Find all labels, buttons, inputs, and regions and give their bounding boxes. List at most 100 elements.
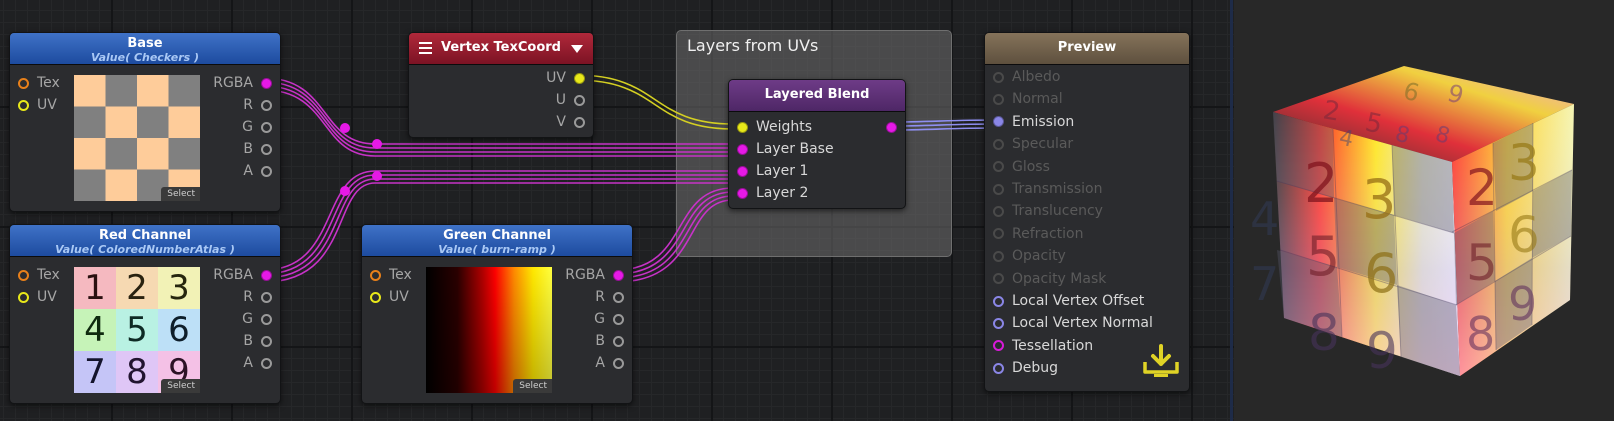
port-uv-icon[interactable] xyxy=(574,72,585,84)
port-tex-icon[interactable] xyxy=(18,77,29,89)
port-layer-base-icon[interactable] xyxy=(737,143,748,155)
input-weights[interactable]: Weights xyxy=(737,117,812,137)
preview-input-emission[interactable]: Emission xyxy=(993,112,1074,132)
node-green-channel[interactable]: Green Channel Value( burn-ramp ) Tex UV … xyxy=(361,224,633,404)
preview-input-normal[interactable]: Normal xyxy=(993,89,1063,109)
number-atlas-thumbnail[interactable]: 1 2 3 4 5 6 7 8 9 Select xyxy=(74,267,200,393)
preview-input-local-vertex-offset[interactable]: Local Vertex Offset xyxy=(993,291,1144,311)
output-v[interactable]: V xyxy=(556,112,585,132)
output-b[interactable]: B xyxy=(243,331,272,351)
port-a-icon[interactable] xyxy=(261,165,272,177)
preview-input-albedo[interactable]: Albedo xyxy=(993,67,1060,87)
node-editor-canvas[interactable]: Layers from UVs xyxy=(0,0,1234,421)
port-icon[interactable] xyxy=(993,183,1004,195)
output-rgba[interactable]: RGBA xyxy=(213,265,272,285)
port-uv-icon[interactable] xyxy=(18,291,29,303)
input-tex[interactable]: Tex xyxy=(18,73,60,93)
output-g[interactable]: G xyxy=(242,309,272,329)
node-red-channel[interactable]: Red Channel Value( ColoredNumberAtlas ) … xyxy=(9,224,281,404)
port-icon[interactable] xyxy=(993,205,1004,217)
checker-thumbnail[interactable]: Select xyxy=(74,75,200,201)
port-r-icon[interactable] xyxy=(261,99,272,111)
port-rgba-icon[interactable] xyxy=(261,269,272,281)
output-rgba[interactable]: RGBA xyxy=(213,73,272,93)
port-icon[interactable] xyxy=(993,161,1004,173)
port-icon[interactable] xyxy=(993,228,1004,240)
panel-divider[interactable] xyxy=(1230,0,1233,421)
port-uv-icon[interactable] xyxy=(370,291,381,303)
download-tray-icon[interactable] xyxy=(1142,344,1180,378)
preview-input-gloss[interactable]: Gloss xyxy=(993,157,1050,177)
port-g-icon[interactable] xyxy=(261,121,272,133)
output-b[interactable]: B xyxy=(243,139,272,159)
input-uv[interactable]: UV xyxy=(370,287,409,307)
node-layered-blend[interactable]: Layered Blend Weights Layer Base Layer 1… xyxy=(728,79,906,209)
node-vertex-texcoord-header[interactable]: Vertex TexCoord xyxy=(409,33,593,65)
input-layer-2[interactable]: Layer 2 xyxy=(737,183,808,203)
input-layer-base[interactable]: Layer Base xyxy=(737,139,834,159)
port-weights-icon[interactable] xyxy=(737,121,748,133)
port-g-icon[interactable] xyxy=(613,313,624,325)
output-result[interactable] xyxy=(878,117,897,137)
node-vertex-texcoord[interactable]: Vertex TexCoord UV U V xyxy=(408,32,594,138)
input-tex[interactable]: Tex xyxy=(370,265,412,285)
node-green-channel-header[interactable]: Green Channel Value( burn-ramp ) xyxy=(362,225,632,257)
preview-input-tessellation[interactable]: Tessellation xyxy=(993,336,1093,356)
port-icon[interactable] xyxy=(993,250,1004,262)
preview-input-debug[interactable]: Debug xyxy=(993,358,1058,378)
port-layer-1-icon[interactable] xyxy=(737,165,748,177)
port-icon[interactable] xyxy=(993,362,1004,374)
port-icon[interactable] xyxy=(993,317,1004,329)
port-b-icon[interactable] xyxy=(613,335,624,347)
input-tex[interactable]: Tex xyxy=(18,265,60,285)
port-icon[interactable] xyxy=(993,71,1004,83)
port-layer-2-icon[interactable] xyxy=(737,187,748,199)
port-icon[interactable] xyxy=(993,295,1004,307)
select-button[interactable]: Select xyxy=(513,379,552,393)
preview-input-local-vertex-normal[interactable]: Local Vertex Normal xyxy=(993,313,1153,333)
port-v-icon[interactable] xyxy=(574,116,585,128)
port-uv-icon[interactable] xyxy=(18,99,29,111)
triangle-down-icon[interactable] xyxy=(571,45,583,53)
preview-input-specular[interactable]: Specular xyxy=(993,134,1073,154)
output-a[interactable]: A xyxy=(243,353,272,373)
select-button[interactable]: Select xyxy=(161,379,200,393)
preview-input-translucency[interactable]: Translucency xyxy=(993,201,1103,221)
port-icon[interactable] xyxy=(993,340,1004,352)
input-uv[interactable]: UV xyxy=(18,287,57,307)
output-a[interactable]: A xyxy=(243,161,272,181)
output-r[interactable]: R xyxy=(595,287,624,307)
output-u[interactable]: U xyxy=(556,90,585,110)
port-icon[interactable] xyxy=(993,273,1004,285)
port-u-icon[interactable] xyxy=(574,94,585,106)
port-a-icon[interactable] xyxy=(261,357,272,369)
port-rgba-icon[interactable] xyxy=(261,77,272,89)
port-icon[interactable] xyxy=(993,116,1004,128)
burn-ramp-thumbnail[interactable]: Select xyxy=(426,267,552,393)
port-a-icon[interactable] xyxy=(613,357,624,369)
node-base[interactable]: Base Value( Checkers ) Tex UV Select RGB… xyxy=(9,32,281,212)
preview-input-refraction[interactable]: Refraction xyxy=(993,224,1084,244)
port-icon[interactable] xyxy=(993,93,1004,105)
preview-input-opacity-mask[interactable]: Opacity Mask xyxy=(993,269,1106,289)
port-output-icon[interactable] xyxy=(886,121,897,133)
port-b-icon[interactable] xyxy=(261,335,272,347)
port-b-icon[interactable] xyxy=(261,143,272,155)
port-g-icon[interactable] xyxy=(261,313,272,325)
select-button[interactable]: Select xyxy=(161,187,200,201)
input-uv[interactable]: UV xyxy=(18,95,57,115)
node-red-channel-header[interactable]: Red Channel Value( ColoredNumberAtlas ) xyxy=(10,225,280,257)
output-uv[interactable]: UV xyxy=(546,68,585,88)
output-a[interactable]: A xyxy=(595,353,624,373)
port-tex-icon[interactable] xyxy=(370,269,381,281)
node-layered-blend-header[interactable]: Layered Blend xyxy=(729,80,905,112)
port-tex-icon[interactable] xyxy=(18,269,29,281)
hamburger-icon[interactable] xyxy=(419,42,432,54)
node-preview-header[interactable]: Preview xyxy=(985,33,1189,65)
output-r[interactable]: R xyxy=(243,95,272,115)
output-rgba[interactable]: RGBA xyxy=(565,265,624,285)
output-r[interactable]: R xyxy=(243,287,272,307)
